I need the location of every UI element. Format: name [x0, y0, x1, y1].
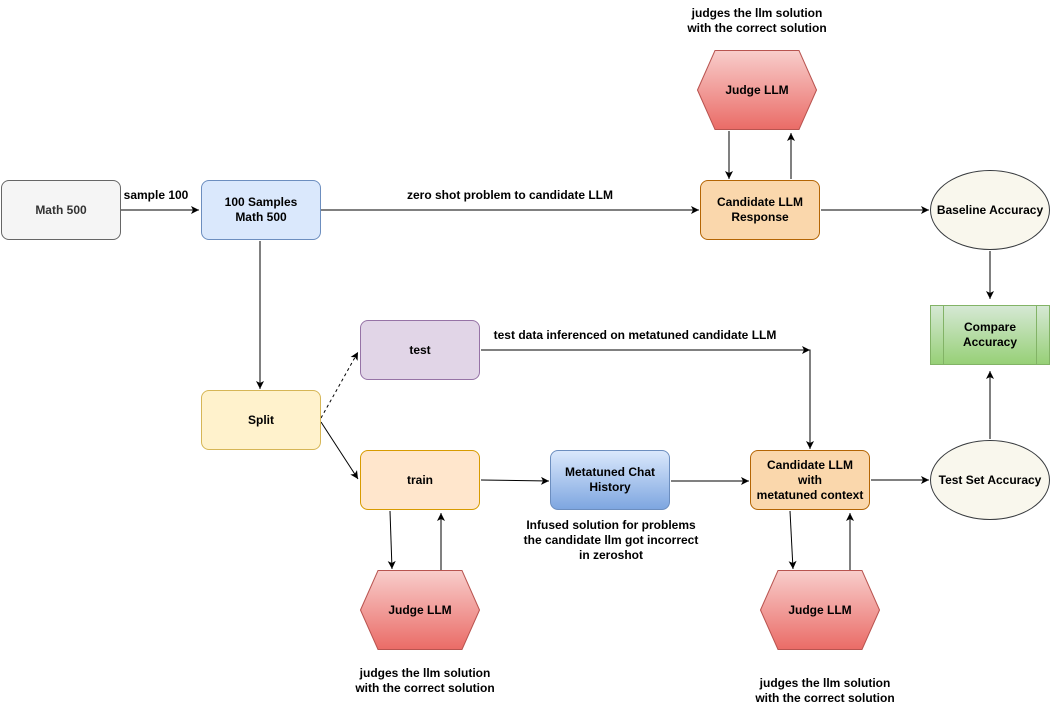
compare-left-bar: [943, 306, 944, 364]
judge-top-shape: Judge LLM: [697, 50, 817, 130]
node-judge-bottom-label: Judge LLM: [788, 602, 852, 617]
judge-bottom-shape: Judge LLM: [760, 570, 880, 650]
label-test-inference: test data inferenced on metatuned candid…: [493, 328, 777, 342]
node-test-set-accuracy-label: Test Set Accuracy: [938, 472, 1042, 487]
node-candidate-response-label: Candidate LLM Response: [717, 195, 803, 224]
node-judge-top-label: Judge LLM: [725, 82, 789, 97]
node-split[interactable]: Split: [201, 390, 321, 450]
node-candidate-response[interactable]: Candidate LLM Response: [700, 180, 820, 240]
label-infused-solution: Infused solution for problems the candid…: [523, 518, 699, 562]
node-judge-bottom[interactable]: Judge LLM: [760, 570, 880, 650]
judge-bottom-outline: [760, 570, 880, 650]
node-compare-accuracy-label: Compare Accuracy: [962, 320, 1018, 349]
node-candidate-metatuned-label: Candidate LLM with metatuned context: [756, 457, 864, 502]
node-math500[interactable]: Math 500: [1, 180, 121, 240]
judge-train-shape: Judge LLM: [360, 570, 480, 650]
node-100-samples[interactable]: 100 Samples Math 500: [201, 180, 321, 240]
edge-split-to-train: [320, 421, 359, 480]
node-test-label: test: [409, 342, 431, 357]
node-train-label: train: [406, 472, 433, 487]
node-judge-top[interactable]: Judge LLM: [697, 50, 817, 130]
label-zero-shot: zero shot problem to candidate LLM: [406, 188, 613, 202]
node-baseline-accuracy[interactable]: Baseline Accuracy: [930, 170, 1050, 250]
node-candidate-metatuned[interactable]: Candidate LLM with metatuned context: [750, 450, 870, 510]
label-judge-note-train: judges the llm solution with the correct…: [355, 666, 495, 695]
edge-test-to-candidate-metatuned: [481, 349, 814, 449]
node-split-label: Split: [248, 412, 274, 427]
node-math500-label: Math 500: [35, 202, 87, 217]
judge-top-outline: [697, 50, 817, 130]
node-train[interactable]: train: [360, 450, 480, 510]
node-baseline-accuracy-label: Baseline Accuracy: [936, 202, 1044, 217]
node-judge-train-label: Judge LLM: [388, 602, 452, 617]
node-compare-accuracy[interactable]: Compare Accuracy: [930, 305, 1050, 365]
edge-train-to-history: [480, 476, 550, 485]
node-judge-train[interactable]: Judge LLM: [360, 570, 480, 650]
node-metatuned-history-label: Metatuned Chat History: [565, 465, 655, 494]
edge-split-to-test: [320, 351, 359, 419]
judge-train-outline: [360, 570, 480, 650]
label-judge-note-bottom: judges the llm solution with the correct…: [755, 676, 895, 705]
node-100-samples-label: 100 Samples Math 500: [224, 195, 298, 224]
label-judge-note-top: judges the llm solution with the correct…: [687, 6, 827, 35]
node-test-set-accuracy[interactable]: Test Set Accuracy: [930, 440, 1050, 520]
edge-train-to-judge: [387, 510, 396, 570]
edge-candidate-metatuned-to-judge: [788, 510, 797, 570]
node-test[interactable]: test: [360, 320, 480, 380]
label-sample-100: sample 100: [123, 188, 189, 202]
node-metatuned-history[interactable]: Metatuned Chat History: [550, 450, 670, 510]
compare-right-bar: [1036, 306, 1037, 364]
